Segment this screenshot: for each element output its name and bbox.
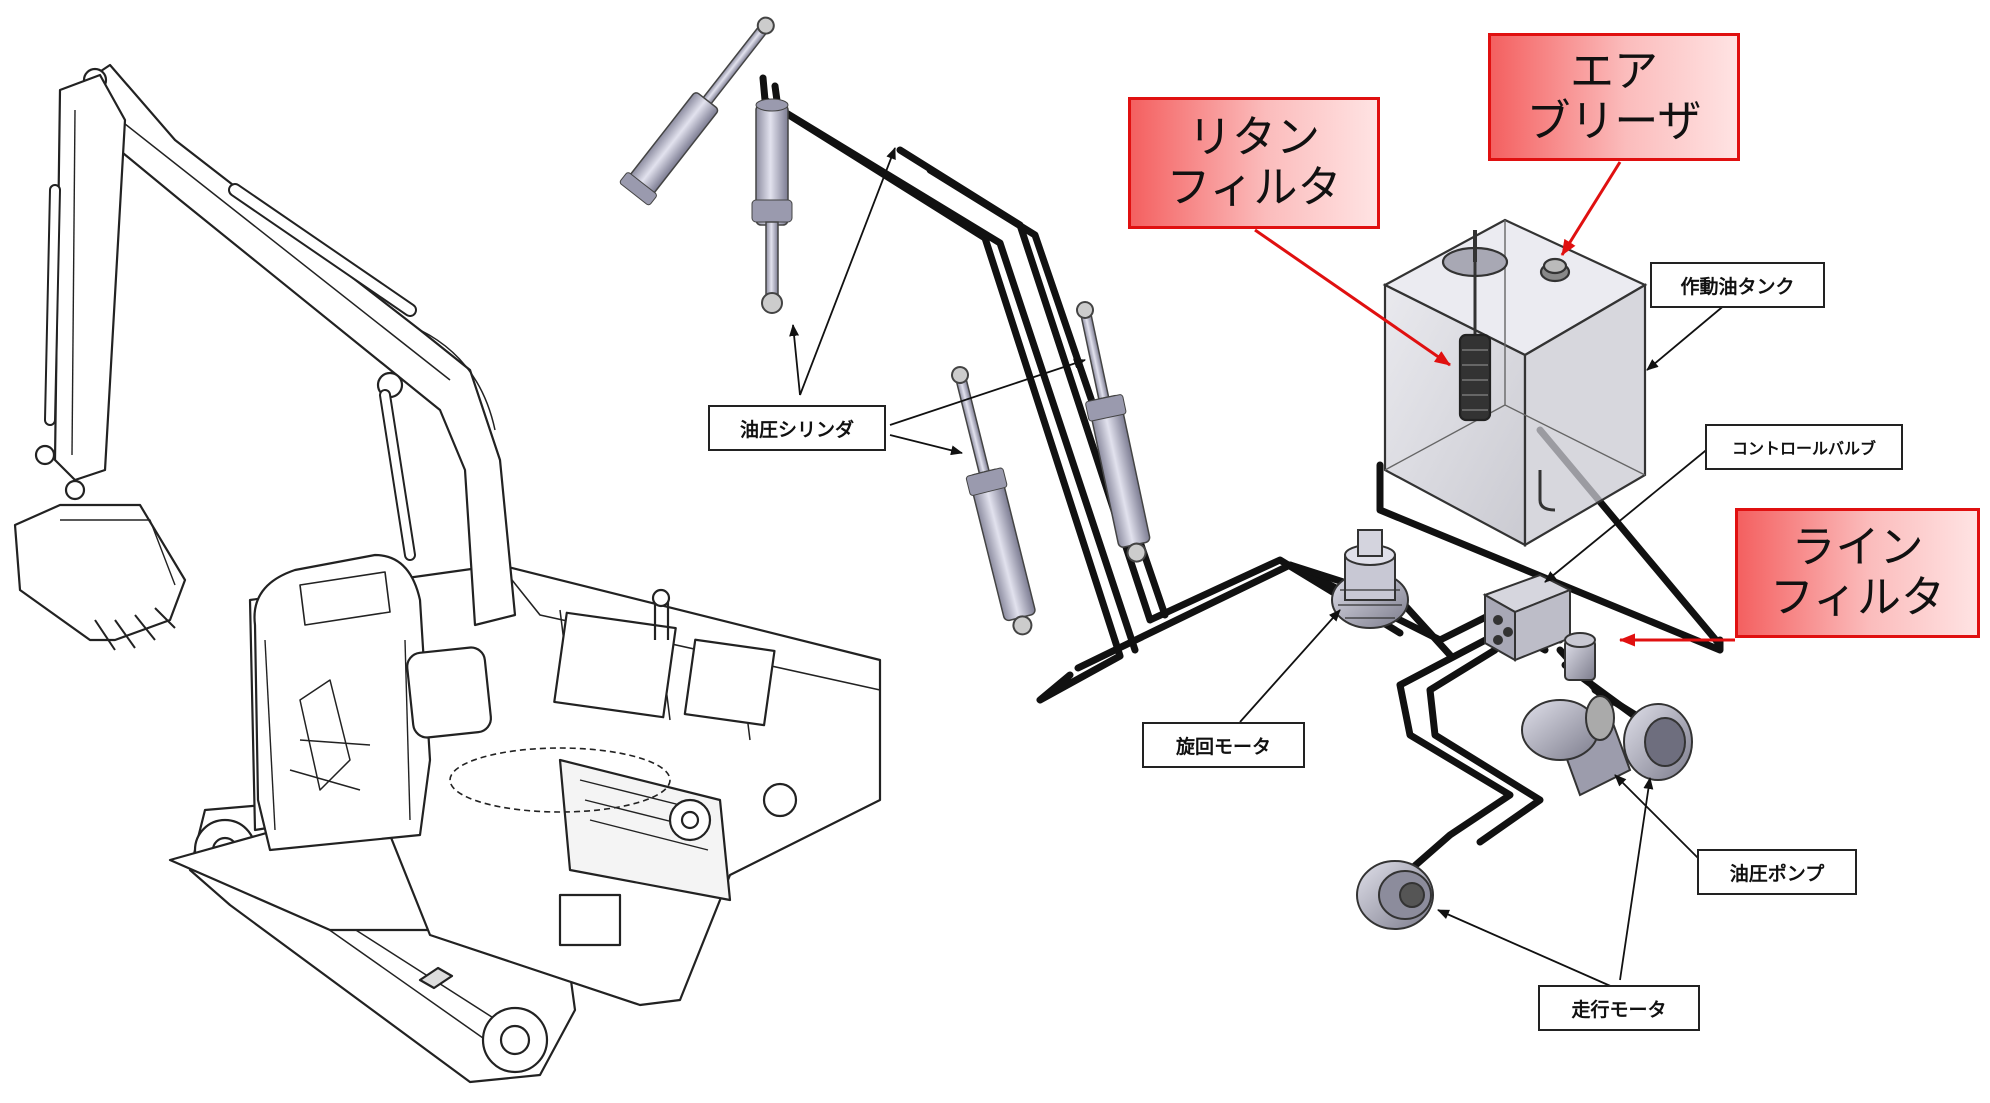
arm xyxy=(53,73,127,482)
label-hydraulic-cylinder: 油圧シリンダ xyxy=(708,405,886,451)
swing-motor-component xyxy=(1331,529,1409,629)
travel-motor-component xyxy=(1356,860,1434,930)
callout-return-filter-line1: リタン xyxy=(1188,112,1320,163)
cylinder-middle-right xyxy=(1076,301,1151,563)
cylinder-top-left xyxy=(751,98,793,314)
control-valve xyxy=(1482,573,1573,662)
bucket xyxy=(13,503,187,642)
callout-line-filter-line1: ライン xyxy=(1791,522,1924,573)
excavator-illustration xyxy=(13,63,882,1084)
callout-return-filter-line2: フィルタ xyxy=(1166,162,1342,213)
hydraulic-pump-component xyxy=(1521,695,1693,797)
callout-air-breather-line1: エア xyxy=(1570,46,1658,97)
label-hydraulic-tank: 作動油タンク xyxy=(1650,262,1825,308)
hydraulic-tank xyxy=(1382,218,1648,547)
hydraulic-cylinders xyxy=(619,16,1151,636)
callout-air-breather: エア ブリーザ xyxy=(1488,33,1740,161)
line-filter-component xyxy=(1564,632,1596,681)
label-travel-motor: 走行モータ xyxy=(1538,985,1700,1031)
label-control-valve: コントロールバルブ xyxy=(1705,424,1903,470)
callout-arrows xyxy=(1254,161,1735,647)
cylinder-middle-left xyxy=(951,366,1036,636)
label-hydraulic-pump: 油圧ポンプ xyxy=(1697,849,1857,895)
boom xyxy=(78,63,517,627)
callout-line-filter-line2: フィルタ xyxy=(1769,572,1946,623)
callout-line-filter: ライン フィルタ xyxy=(1735,508,1980,638)
cylinder-top-diagonal xyxy=(619,16,775,206)
callout-return-filter: リタン フィルタ xyxy=(1128,97,1380,229)
cab xyxy=(253,553,432,852)
callout-air-breather-line2: ブリーザ xyxy=(1526,96,1702,147)
label-swing-motor: 旋回モータ xyxy=(1142,722,1305,768)
